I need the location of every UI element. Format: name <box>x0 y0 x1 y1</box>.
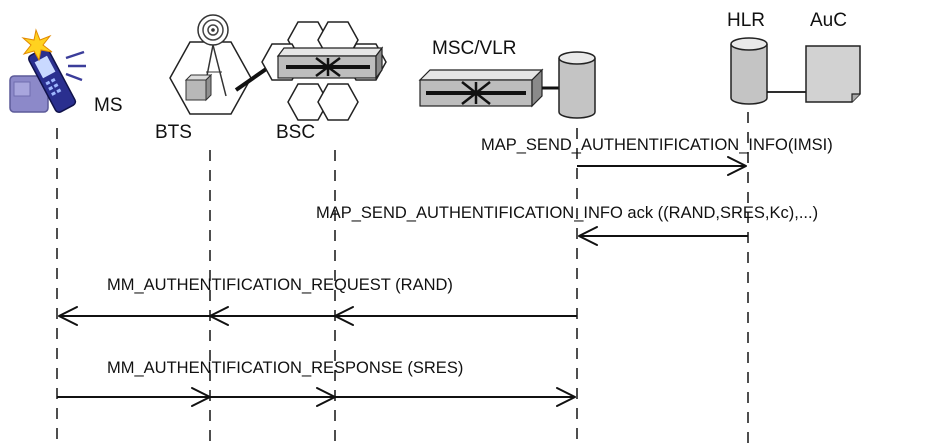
message-send-auth-info-ack: MAP_SEND_AUTHENTIFICATION_INFO ack ((RAN… <box>316 204 818 246</box>
message-auth-request-label: MM_AUTHENTIFICATION_REQUEST (RAND) <box>107 276 453 294</box>
arrowhead-ms <box>58 306 78 326</box>
hlr-label: HLR <box>727 10 765 31</box>
arrowhead-msc <box>578 226 598 246</box>
arrowhead-hlr <box>727 156 747 176</box>
arrowhead-bsc-response <box>316 387 336 407</box>
message-auth-request: MM_AUTHENTIFICATION_REQUEST (RAND) <box>58 276 577 326</box>
document-icon <box>805 45 861 103</box>
arrowhead-bts-response <box>191 387 211 407</box>
message-auth-response-label: MM_AUTHENTIFICATION_RESPONSE (SRES) <box>107 359 463 377</box>
message-send-auth-info-ack-label: MAP_SEND_AUTHENTIFICATION_INFO ack ((RAN… <box>316 204 818 222</box>
database-icon <box>730 37 768 105</box>
message-send-auth-info-label: MAP_SEND_AUTHENTIFICATION_INFO(IMSI) <box>481 136 833 154</box>
arrowhead-bts <box>209 306 229 326</box>
base-station-tower-icon <box>169 14 252 115</box>
auc-label: AuC <box>810 10 847 31</box>
bsc-label: BSC <box>276 122 315 143</box>
arrowhead-msc-response <box>556 387 576 407</box>
bts-label: BTS <box>155 122 192 143</box>
message-auth-response: MM_AUTHENTIFICATION_RESPONSE (SRES) <box>57 359 576 407</box>
lifelines <box>56 112 749 444</box>
mobile-phone-icon <box>9 28 86 113</box>
switch-database-icon <box>418 51 596 119</box>
controller-switch-icon <box>261 21 387 121</box>
ms-label: MS <box>94 95 123 116</box>
message-send-auth-info: MAP_SEND_AUTHENTIFICATION_INFO(IMSI) <box>481 136 833 176</box>
msc-label: MSC/VLR <box>432 38 516 59</box>
arrowhead-bsc <box>334 306 354 326</box>
